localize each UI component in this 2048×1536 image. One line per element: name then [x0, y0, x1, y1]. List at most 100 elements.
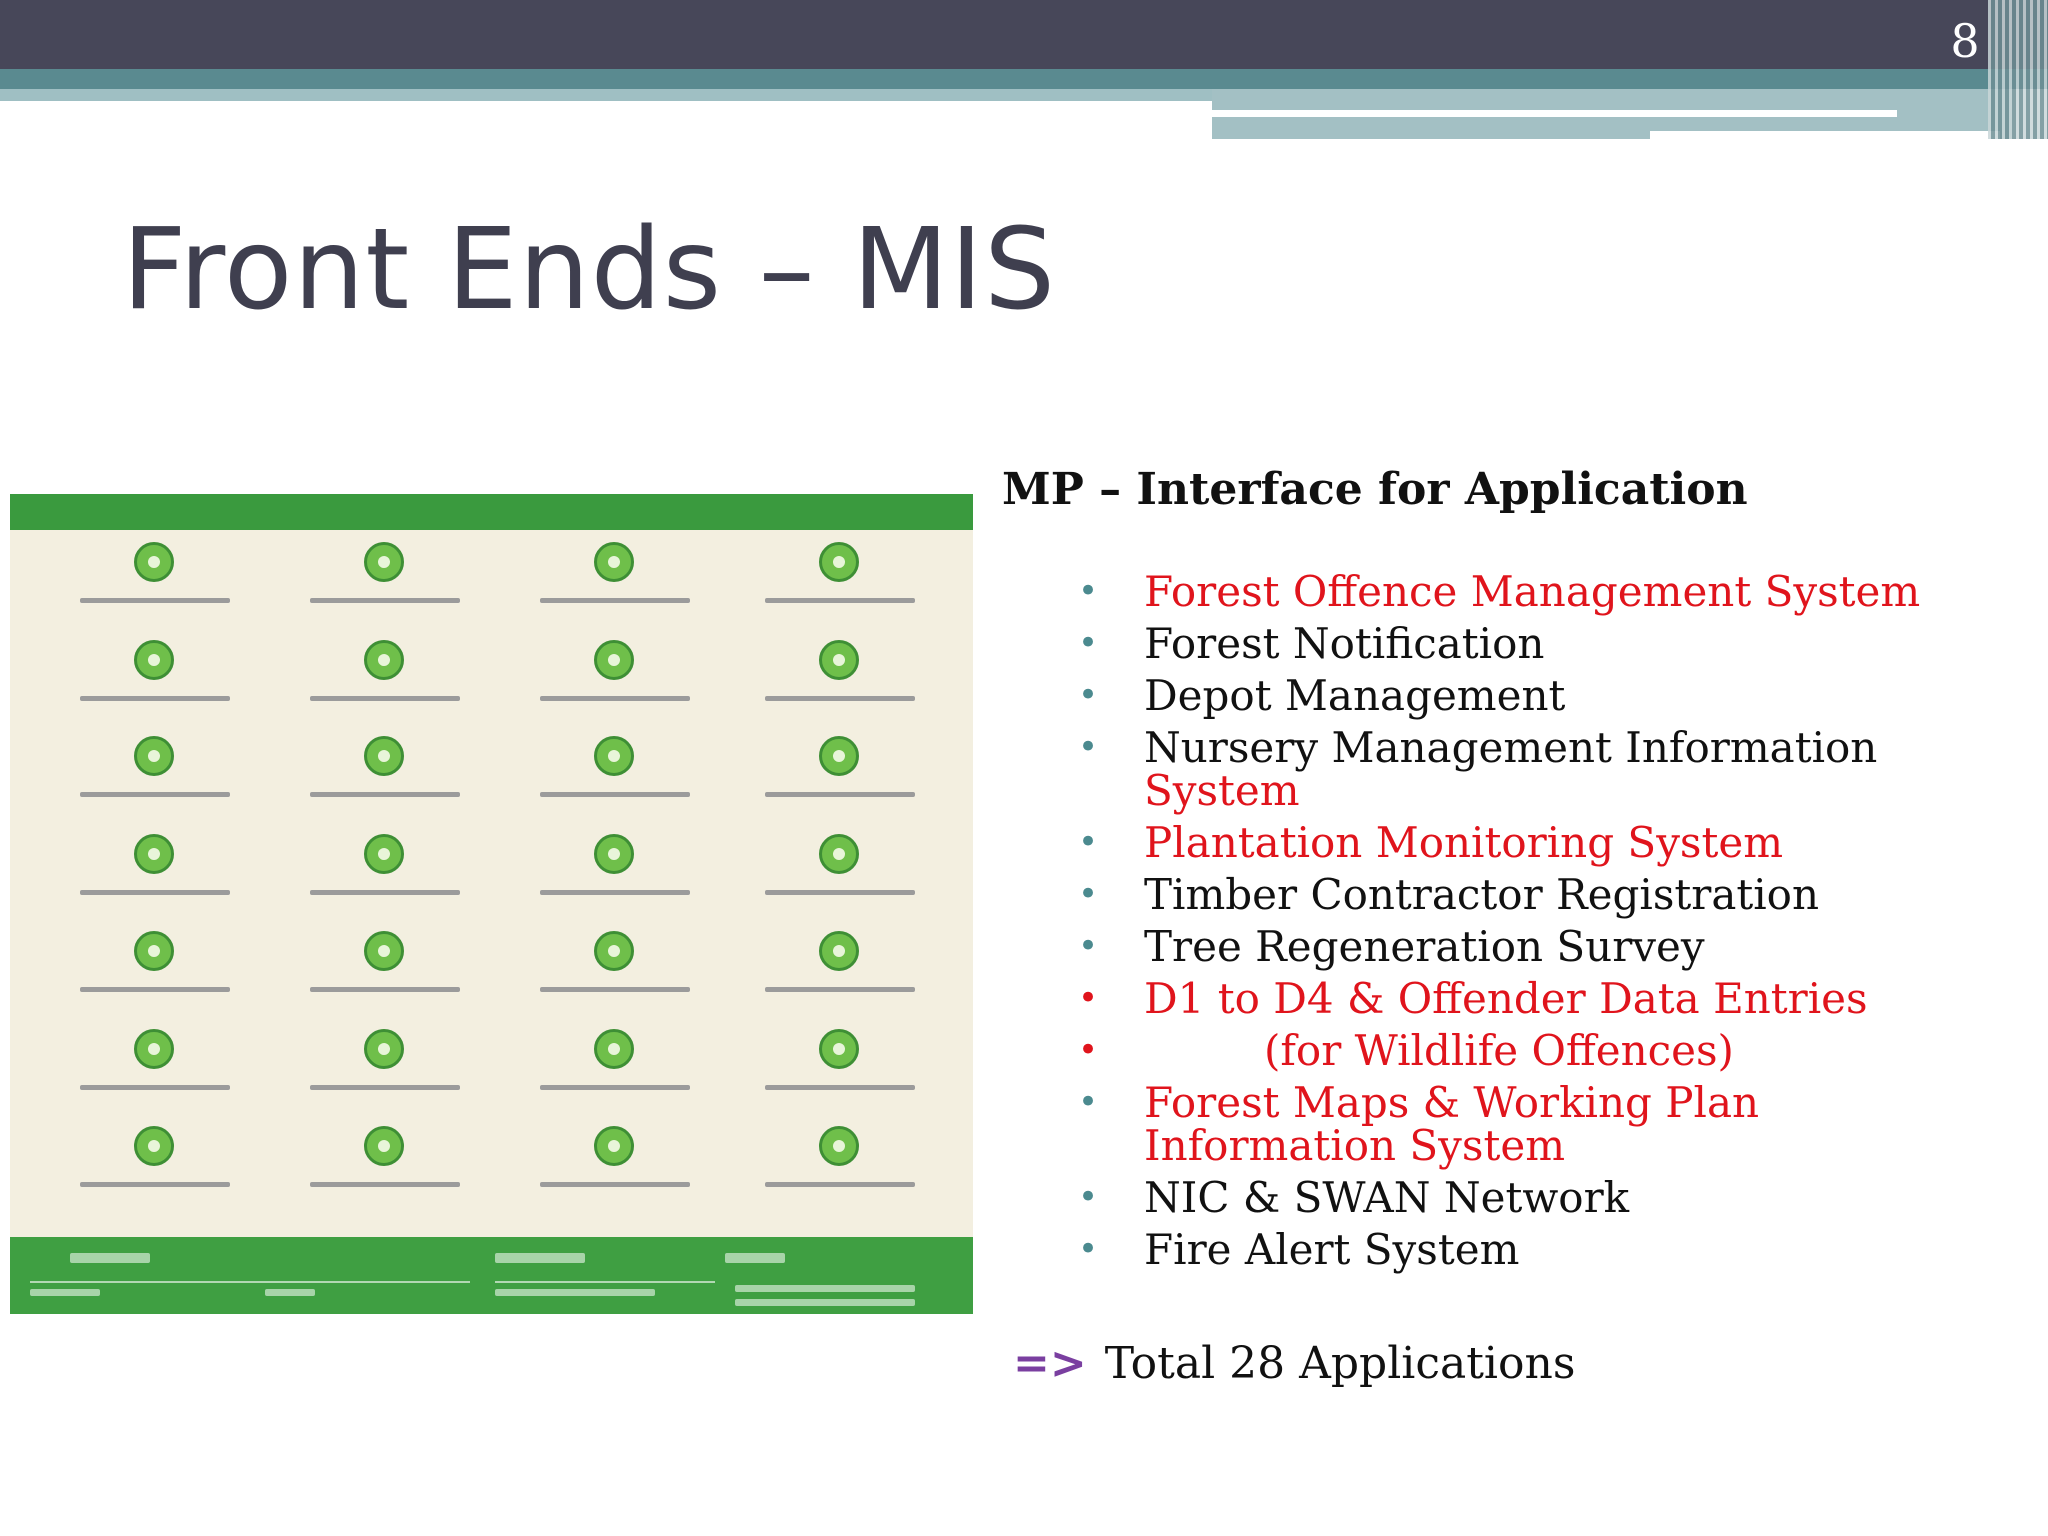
- bullet-icon: •: [1078, 623, 1099, 663]
- application-tile[interactable]: [500, 931, 730, 1021]
- application-tile-label: [40, 1085, 270, 1091]
- slide-top-bar: [0, 0, 2048, 69]
- application-tile[interactable]: [270, 640, 500, 730]
- layers-icon: [594, 1126, 634, 1166]
- application-tile[interactable]: [270, 1126, 500, 1216]
- map-pin-icon: [364, 736, 404, 776]
- application-tile[interactable]: [40, 542, 270, 632]
- application-tile[interactable]: [725, 834, 955, 924]
- footer-divider: [30, 1281, 470, 1283]
- pulse-icon: [134, 931, 174, 971]
- application-tile[interactable]: [500, 1126, 730, 1216]
- application-name: Nursery Management Information: [1144, 723, 1878, 772]
- application-icon-grid: [10, 542, 973, 1222]
- application-tile[interactable]: [270, 931, 500, 1021]
- fish-icon: [819, 834, 859, 874]
- slide-accent-stripe: [1212, 110, 1897, 117]
- swan-icon: [819, 1029, 859, 1069]
- application-tile[interactable]: [40, 640, 270, 730]
- application-tile-label: [270, 890, 500, 896]
- application-tile[interactable]: [725, 736, 955, 826]
- application-name: D1 to D4 & Offender Data Entries: [1144, 974, 1868, 1023]
- application-name: Forest Offence Management System: [1144, 567, 1921, 616]
- application-tile[interactable]: [40, 1029, 270, 1119]
- mis-screenshot-panel: [10, 494, 973, 1314]
- jfm-icon: [364, 834, 404, 874]
- panel-header-bar: [10, 494, 973, 530]
- application-tile-label: [270, 1085, 500, 1091]
- application-tile-label: [500, 792, 730, 798]
- application-tile-label: [40, 890, 270, 896]
- application-tile-label: [40, 598, 270, 604]
- footer-heading: [725, 1253, 785, 1263]
- application-tile[interactable]: [40, 931, 270, 1021]
- footer-link: [265, 1289, 315, 1296]
- fire-icon: [134, 736, 174, 776]
- application-tile[interactable]: [725, 1029, 955, 1119]
- cart-icon: [819, 640, 859, 680]
- bell-icon: [594, 736, 634, 776]
- application-tile[interactable]: [500, 640, 730, 730]
- application-list-item: •Plantation Monitoring System: [1078, 821, 1978, 864]
- user-hand-icon: [364, 542, 404, 582]
- application-tile-label: [725, 598, 955, 604]
- application-tile[interactable]: [270, 834, 500, 924]
- people-icon: [819, 931, 859, 971]
- building-icon: [134, 834, 174, 874]
- application-name-continued: System: [1144, 766, 1300, 815]
- wildlife-icon: [819, 736, 859, 776]
- application-list-item: •(for Wildlife Offences): [1078, 1029, 1978, 1072]
- application-tile[interactable]: [725, 542, 955, 632]
- budget-icon: [594, 542, 634, 582]
- application-name: Tree Regeneration Survey: [1144, 922, 1705, 971]
- footer-link: [30, 1289, 100, 1296]
- application-tile[interactable]: [500, 542, 730, 632]
- slide-accent-band: [0, 69, 2048, 89]
- application-tile[interactable]: [725, 640, 955, 730]
- letter-icon: [594, 834, 634, 874]
- application-tile-label: [725, 987, 955, 993]
- application-tile-label: [725, 1085, 955, 1091]
- nursery-icon: [594, 931, 634, 971]
- application-tile[interactable]: [500, 736, 730, 826]
- application-tile[interactable]: [270, 1029, 500, 1119]
- application-tile[interactable]: [40, 1126, 270, 1216]
- application-tile-label: [725, 696, 955, 702]
- application-tile[interactable]: [270, 542, 500, 632]
- application-tile-label: [500, 1182, 730, 1188]
- gavel-icon: [134, 1126, 174, 1166]
- bullet-icon: •: [1078, 675, 1099, 715]
- application-tile[interactable]: [725, 931, 955, 1021]
- footer-divider: [495, 1281, 715, 1283]
- application-tile[interactable]: [40, 736, 270, 826]
- footer-heading: [495, 1253, 585, 1263]
- application-name: Plantation Monitoring System: [1144, 818, 1784, 867]
- bullet-icon: •: [1078, 1229, 1099, 1269]
- application-tile[interactable]: [500, 834, 730, 924]
- document-icon: [819, 1126, 859, 1166]
- total-applications: =>Total 28 Applications: [1013, 1338, 1575, 1389]
- application-tile[interactable]: [500, 1029, 730, 1119]
- bullet-icon: •: [1078, 1082, 1099, 1122]
- application-tile-label: [500, 890, 730, 896]
- application-tile[interactable]: [40, 834, 270, 924]
- application-tile[interactable]: [270, 736, 500, 826]
- total-text: Total 28 Applications: [1104, 1338, 1576, 1389]
- application-tile-label: [270, 987, 500, 993]
- slide-accent-band-light: [0, 89, 1212, 101]
- slide-number: 8: [1950, 14, 1980, 68]
- application-tile-label: [500, 598, 730, 604]
- application-tile-label: [270, 1182, 500, 1188]
- slide-title: Front Ends – MIS: [122, 205, 1057, 335]
- logs-icon: [134, 640, 174, 680]
- location-pin-icon: [134, 1029, 174, 1069]
- application-tile[interactable]: [725, 1126, 955, 1216]
- application-tile-label: [500, 987, 730, 993]
- application-tile-label: [725, 890, 955, 896]
- sapling-icon: [364, 1029, 404, 1069]
- application-list-item: •Forest Notification: [1078, 622, 1978, 665]
- bullet-icon: •: [1078, 978, 1099, 1018]
- cloud-upload-icon: [594, 1029, 634, 1069]
